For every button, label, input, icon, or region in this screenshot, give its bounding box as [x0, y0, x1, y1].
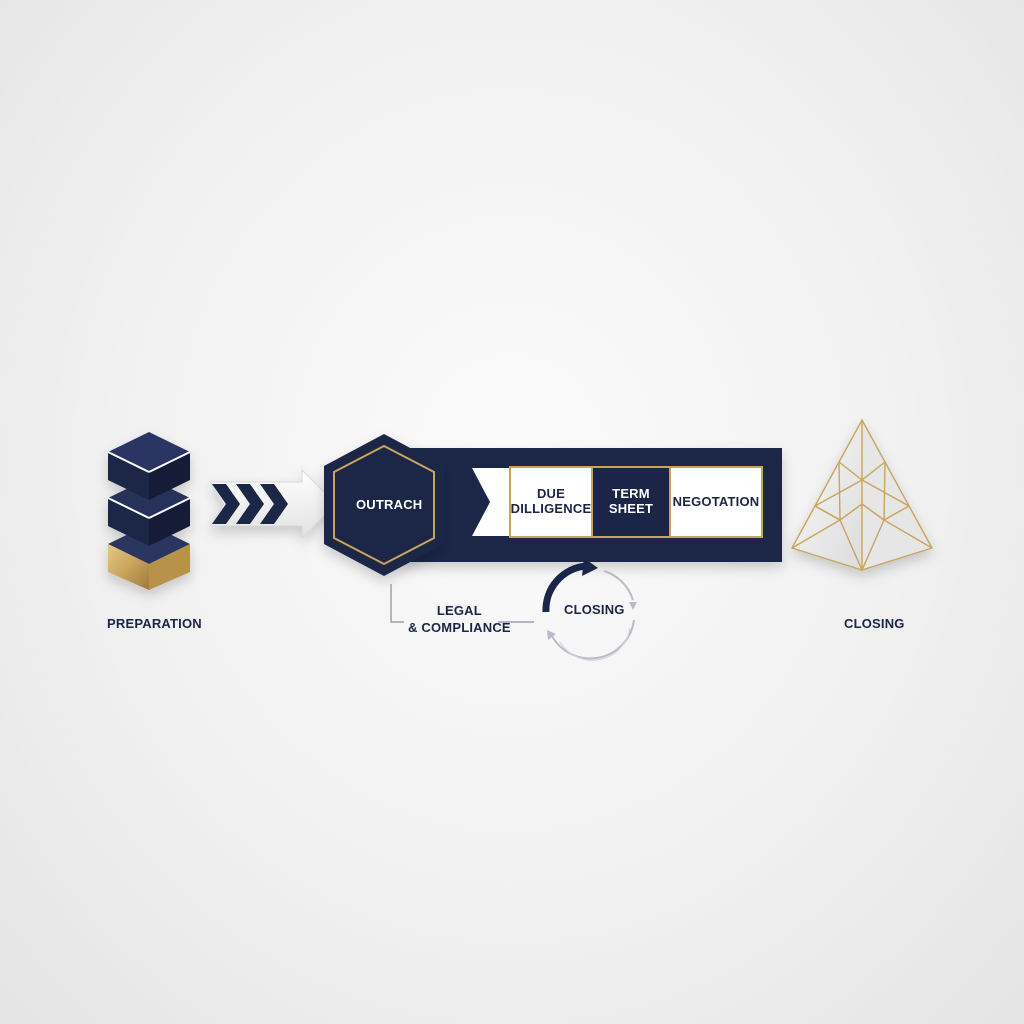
geodesic-pyramid-icon	[790, 418, 934, 572]
legal-compliance-label: LEGAL & COMPLIANCE	[408, 602, 511, 636]
stage-boxes	[509, 466, 763, 538]
negotiation-box	[669, 466, 763, 538]
closing-label: CLOSING	[844, 616, 905, 631]
due-diligence-label-line2: DILLIGENCE	[510, 501, 592, 516]
stacked-cubes-icon	[107, 432, 191, 590]
due-diligence-label: DUE DILLIGENCE	[510, 486, 592, 516]
legal-label-line1: LEGAL	[436, 603, 482, 618]
negotiation-label: NEGOTATION	[672, 494, 760, 509]
term-sheet-label-line1: TERM	[612, 486, 650, 501]
term-sheet-label-line2: SHEET	[608, 501, 654, 516]
legal-connector	[390, 584, 534, 623]
legal-label-line2: & COMPLIANCE	[408, 620, 511, 635]
due-diligence-label-line1: DUE	[536, 486, 566, 501]
chevron-arrow-icon	[209, 468, 337, 540]
term-sheet-label: TERM SHEET	[592, 486, 670, 516]
preparation-label: PREPARATION	[107, 616, 202, 631]
hexagon-icon	[324, 434, 444, 576]
cycle-arrows-icon	[542, 558, 637, 661]
outreach-label: OUTRACH	[356, 497, 423, 512]
closing-cycle-label: CLOSING	[564, 602, 625, 617]
